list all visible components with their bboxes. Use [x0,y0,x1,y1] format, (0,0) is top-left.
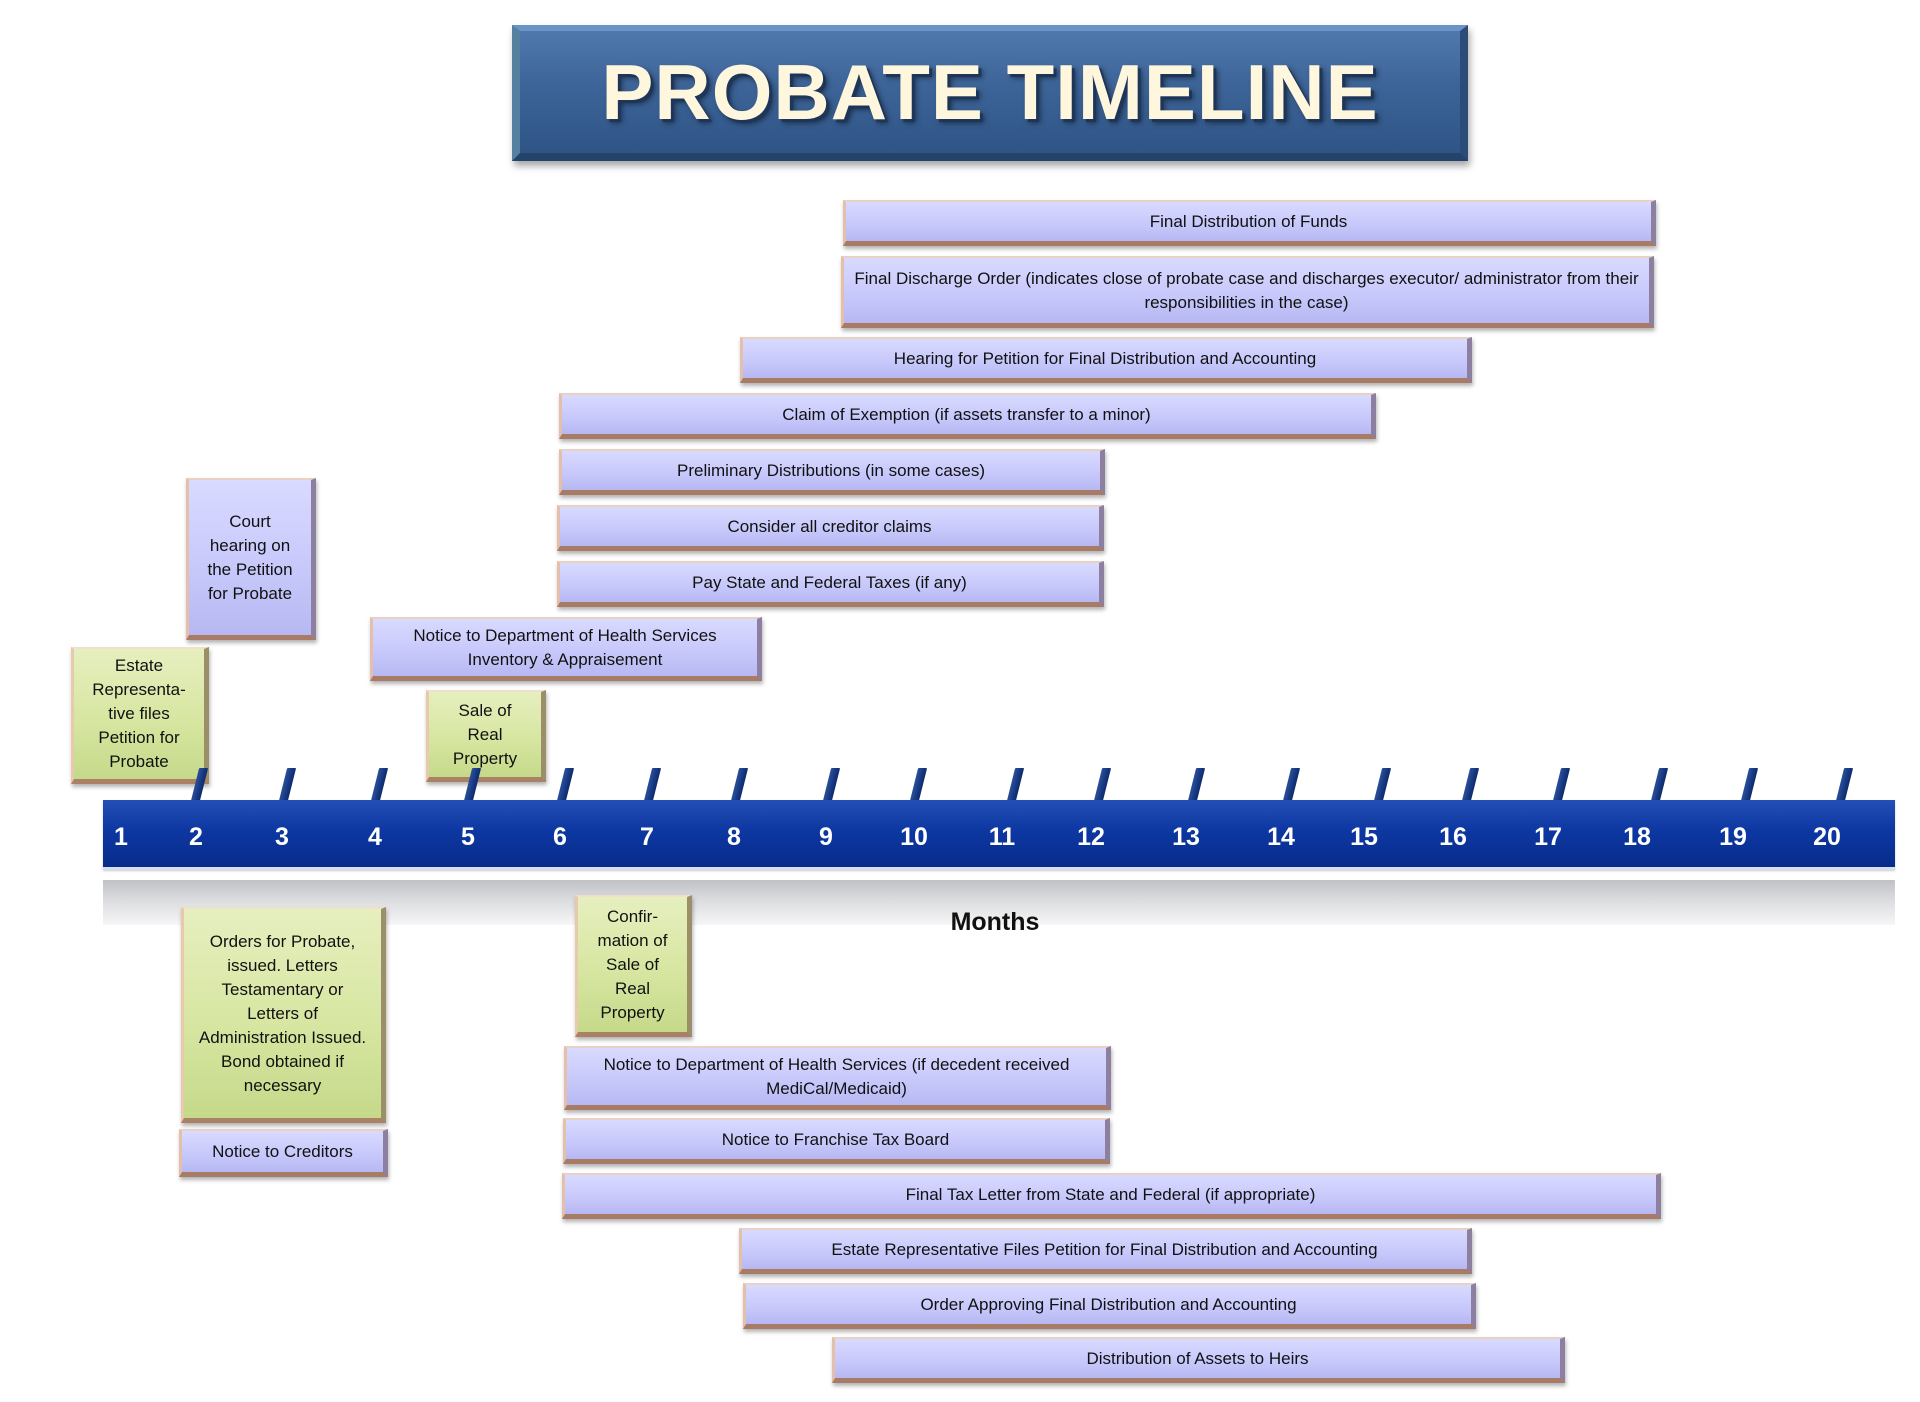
month-label: 10 [900,823,928,851]
event-hearing-final-distribution: Hearing for Petition for Final Distribut… [740,337,1472,383]
month-label: 2 [189,823,203,851]
axis-tick [822,768,841,801]
event-preliminary-distributions: Preliminary Distributions (in some cases… [559,449,1105,495]
axis-tick [1373,768,1392,801]
axis-tick [1282,768,1301,801]
event-pay-taxes: Pay State and Federal Taxes (if any) [557,561,1104,607]
event-notice-to-creditors: Notice to Creditors [179,1129,388,1177]
axis-tick [370,768,389,801]
page-title: PROBATE TIMELINE [601,47,1379,136]
axis-tick [1187,768,1206,801]
axis-tick [730,768,749,801]
month-label: 17 [1534,823,1562,851]
axis-tick [643,768,662,801]
month-label: 1 [114,823,128,851]
axis-shadow [103,880,1895,925]
event-petition-final-distribution: Estate Representative Files Petition for… [739,1228,1472,1274]
month-label: 19 [1719,823,1747,851]
month-label: 8 [727,823,741,851]
month-label: 13 [1172,823,1200,851]
event-notice-dhs-medical: Notice to Department of Health Services … [564,1046,1111,1110]
axis-tick [278,768,297,801]
event-final-discharge-order: Final Discharge Order (indicates close o… [841,256,1654,328]
month-label: 11 [988,823,1016,851]
event-confirmation-of-sale: Confir-mation of Sale of Real Property [575,895,692,1037]
event-order-approving-distribution: Order Approving Final Distribution and A… [743,1283,1476,1329]
month-label: 18 [1623,823,1651,851]
month-label: 4 [368,823,382,851]
axis-tick [1461,768,1480,801]
event-final-tax-letter: Final Tax Letter from State and Federal … [562,1173,1661,1219]
title-banner: PROBATE TIMELINE [512,25,1468,161]
axis-tick [909,768,928,801]
event-final-distribution-of-funds: Final Distribution of Funds [843,200,1656,246]
event-notice-dhs-inventory: Notice to Department of Health Services … [370,617,762,681]
axis-tick [556,768,575,801]
event-distribution-to-heirs: Distribution of Assets to Heirs [832,1337,1565,1383]
month-label: 5 [461,823,475,851]
month-label: 6 [553,823,567,851]
month-label: 9 [819,823,833,851]
axis-tick [1835,768,1854,801]
event-court-hearing-petition: Court hearing on the Petition for Probat… [186,478,316,640]
axis-tick [1093,768,1112,801]
event-notice-franchise-tax-board: Notice to Franchise Tax Board [563,1118,1110,1164]
event-claim-of-exemption: Claim of Exemption (if assets transfer t… [559,393,1376,439]
event-estate-rep-files-petition: Estate Representa-tive files Petition fo… [71,647,209,784]
month-label: 12 [1077,823,1105,851]
event-sale-of-real-property: Sale of Real Property [426,690,546,782]
month-label: 15 [1350,823,1378,851]
axis-tick [1650,768,1669,801]
axis-tick [1740,768,1759,801]
axis-tick [1006,768,1025,801]
axis-tick [1552,768,1571,801]
month-label: 16 [1439,823,1467,851]
event-orders-for-probate: Orders for Probate, issued. Letters Test… [181,907,386,1123]
month-label: 20 [1813,823,1841,851]
axis-title: Months [950,908,1040,936]
event-consider-creditor-claims: Consider all creditor claims [557,505,1104,551]
month-label: 14 [1267,823,1295,851]
month-label: 3 [275,823,289,851]
month-axis-bar [103,800,1895,870]
month-label: 7 [640,823,654,851]
